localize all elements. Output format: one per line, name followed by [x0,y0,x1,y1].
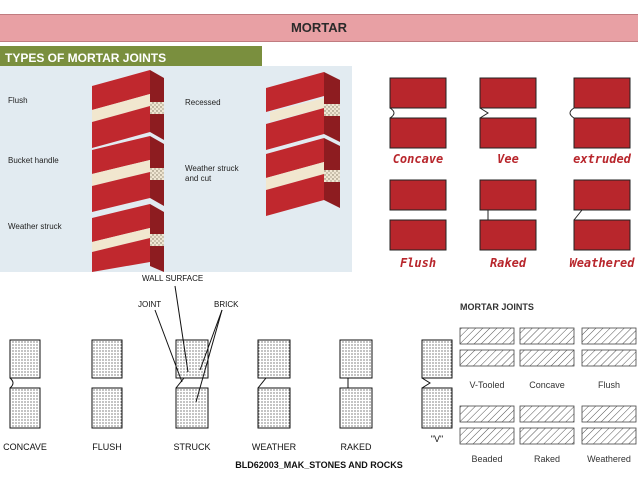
label-beaded: Beaded [471,454,503,464]
footer: BLD62003_MAK_STONES AND ROCKS [0,458,638,474]
label-weather-struck-cut: Weather struck and cut [185,164,239,183]
joint-photo-panel: Flush Recessed Bucket handle Weather str… [0,66,352,272]
raked-hatched [519,405,575,445]
annotation-joint: JOINT [138,300,162,309]
label-vee: Vee [497,152,519,166]
annotation-brick: BRICK [214,300,239,309]
label-concave-sketch: CONCAVE [3,442,47,452]
concave-sketch [9,339,41,429]
label-raked-hatched: Raked [533,454,560,464]
red-joint-diagrams [389,77,631,251]
recessed-joint-image [266,72,340,150]
hatched-panel-title: MORTAR JOINTS [460,302,534,312]
label-recessed: Recessed [185,98,221,107]
concave-joint-diagram [389,77,447,149]
extruded-joint-diagram [569,77,631,149]
label-flush-hatched: Flush [597,380,620,390]
sketch-joint-diagrams [9,285,453,429]
raked-sketch [339,339,373,429]
label-weather-struck: Weather struck [8,222,62,231]
label-flush: Flush [8,96,28,105]
hatched-joint-panel: MORTAR JOINTS V-Tooled Concave Flush Bea… [454,300,638,472]
annotation-leaders [154,285,223,403]
hatched-joint-diagrams [459,327,637,445]
concave-hatched [519,327,575,367]
label-flush-sketch: FLUSH [92,442,122,452]
label-weathered-hatched: Weathered [587,454,631,464]
section-subtitle: TYPES OF MORTAR JOINTS [5,51,167,65]
flush-joint-diagram [389,179,447,251]
brick-illustrations [92,70,340,272]
label-bucket-handle: Bucket handle [8,156,59,165]
v-tooled-hatched [459,327,515,367]
bucket-handle-joint-image [92,136,164,212]
beaded-hatched [459,405,515,445]
weathered-hatched [581,405,637,445]
label-raked-red: Raked [489,256,527,270]
label-v-sketch: "V" [430,434,444,444]
flush-joint-image [92,70,164,148]
label-flush-red: Flush [399,256,437,270]
footer-text: BLD62003_MAK_STONES AND ROCKS [235,460,403,470]
red-joint-panel: Concave Vee extruded Flush Raked Weather… [368,66,638,272]
label-extruded: extruded [573,152,631,166]
label-struck-sketch: STRUCK [173,442,211,452]
page-title: MORTAR [290,20,348,35]
weathered-joint-diagram [573,179,631,251]
struck-sketch [175,339,209,429]
label-v-tooled: V-Tooled [469,380,505,390]
v-sketch [421,339,453,429]
weather-struck-cut-joint-image [266,138,340,216]
vee-joint-diagram [479,77,537,149]
label-concave-hatched: Concave [529,380,565,390]
sketch-joint-panel: WALL SURFACE JOINT BRICK CONCAVE FLUSH S… [0,272,456,462]
title-bar: MORTAR [0,14,638,42]
label-raked-sketch: RAKED [340,442,372,452]
flush-sketch [91,339,123,429]
label-weather-sketch: WEATHER [251,442,297,452]
weather-struck-joint-image [92,204,164,272]
weather-sketch [257,339,291,429]
label-concave: Concave [392,152,444,166]
annotation-wall-surface: WALL SURFACE [142,274,204,283]
raked-joint-diagram [479,179,537,251]
flush-hatched [581,327,637,367]
label-weathered-red: Weathered [569,256,635,270]
